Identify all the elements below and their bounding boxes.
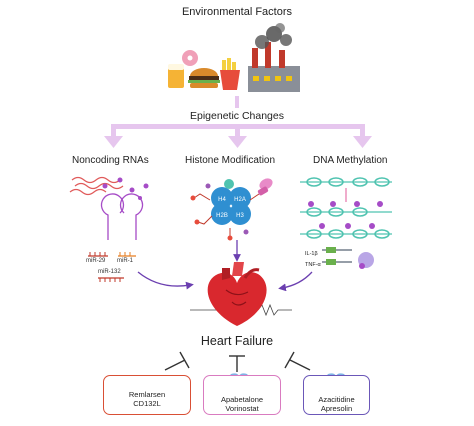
- burger-icon: [190, 68, 218, 76]
- fries-icon: [222, 60, 226, 78]
- histone-h4: [211, 187, 233, 209]
- histone-h2a: [229, 187, 251, 209]
- histone-h4-label: H4: [218, 197, 226, 203]
- drug-name-apabetalone: Apabetalone: [220, 395, 264, 404]
- inhibition-lines: [164, 351, 311, 372]
- heart-failure-label: Heart Failure: [200, 334, 274, 348]
- drug-box-remlarsen-text: Remlarsen CD132L: [104, 390, 190, 408]
- drug-name-azacitidine: Azacitidine: [318, 395, 355, 404]
- drug-box-azacitidine-text: Azacitidine Apresolin: [304, 395, 369, 413]
- dna-methylation-illustration: [278, 177, 392, 292]
- dna-methylation-label: DNA Methylation: [313, 155, 388, 166]
- mirna-label-mir132: miR-132: [98, 269, 121, 275]
- drug-box-apabetalone-text: Apabetalone Vorinostat: [204, 395, 280, 413]
- histone-modification-label: Histone Modification: [185, 155, 276, 166]
- histone-modification-illustration: H4 H2A H2B H3: [190, 178, 273, 262]
- histone-h2b-label: H2B: [216, 213, 228, 219]
- noncoding-rnas-label: Noncoding RNAs: [72, 155, 149, 166]
- drug-name-apresolin: Apresolin: [320, 404, 353, 413]
- drug-box-remlarsen: Remlarsen CD132L: [103, 375, 191, 415]
- drug-name-vorinostat: Vorinostat: [225, 404, 259, 413]
- epigenetic-branch-arrows: [104, 124, 372, 148]
- drug-box-apabetalone: Apabetalone Vorinostat: [203, 375, 281, 415]
- cytokine-label-il1b: IL-1β: [305, 251, 318, 257]
- mirna-label-mir29: miR-29: [86, 258, 106, 264]
- beer-mug-icon: [168, 68, 184, 88]
- drug-box-azacitidine: Azacitidine Apresolin: [303, 375, 370, 415]
- heart-icon: [207, 272, 267, 326]
- histone-h3-label: H3: [236, 213, 244, 219]
- cytokine-label-tnfa: TNF-α: [305, 262, 321, 268]
- histone-h2b: [211, 203, 233, 225]
- drug-name-remlarsen: Remlarsen: [128, 390, 166, 399]
- environmental-factors-illustration: [168, 23, 300, 92]
- histone-h2a-label: H2A: [234, 197, 246, 203]
- epigenetic-changes-label: Epigenetic Changes: [190, 110, 284, 122]
- heart-illustration: [190, 262, 292, 326]
- environmental-factors-title: Environmental Factors: [181, 6, 293, 18]
- histone-h3: [229, 203, 251, 225]
- noncoding-rna-illustration: [69, 176, 194, 290]
- mirna-label-mir1: miR-1: [117, 258, 133, 264]
- drug-name-cd132l: CD132L: [133, 399, 161, 408]
